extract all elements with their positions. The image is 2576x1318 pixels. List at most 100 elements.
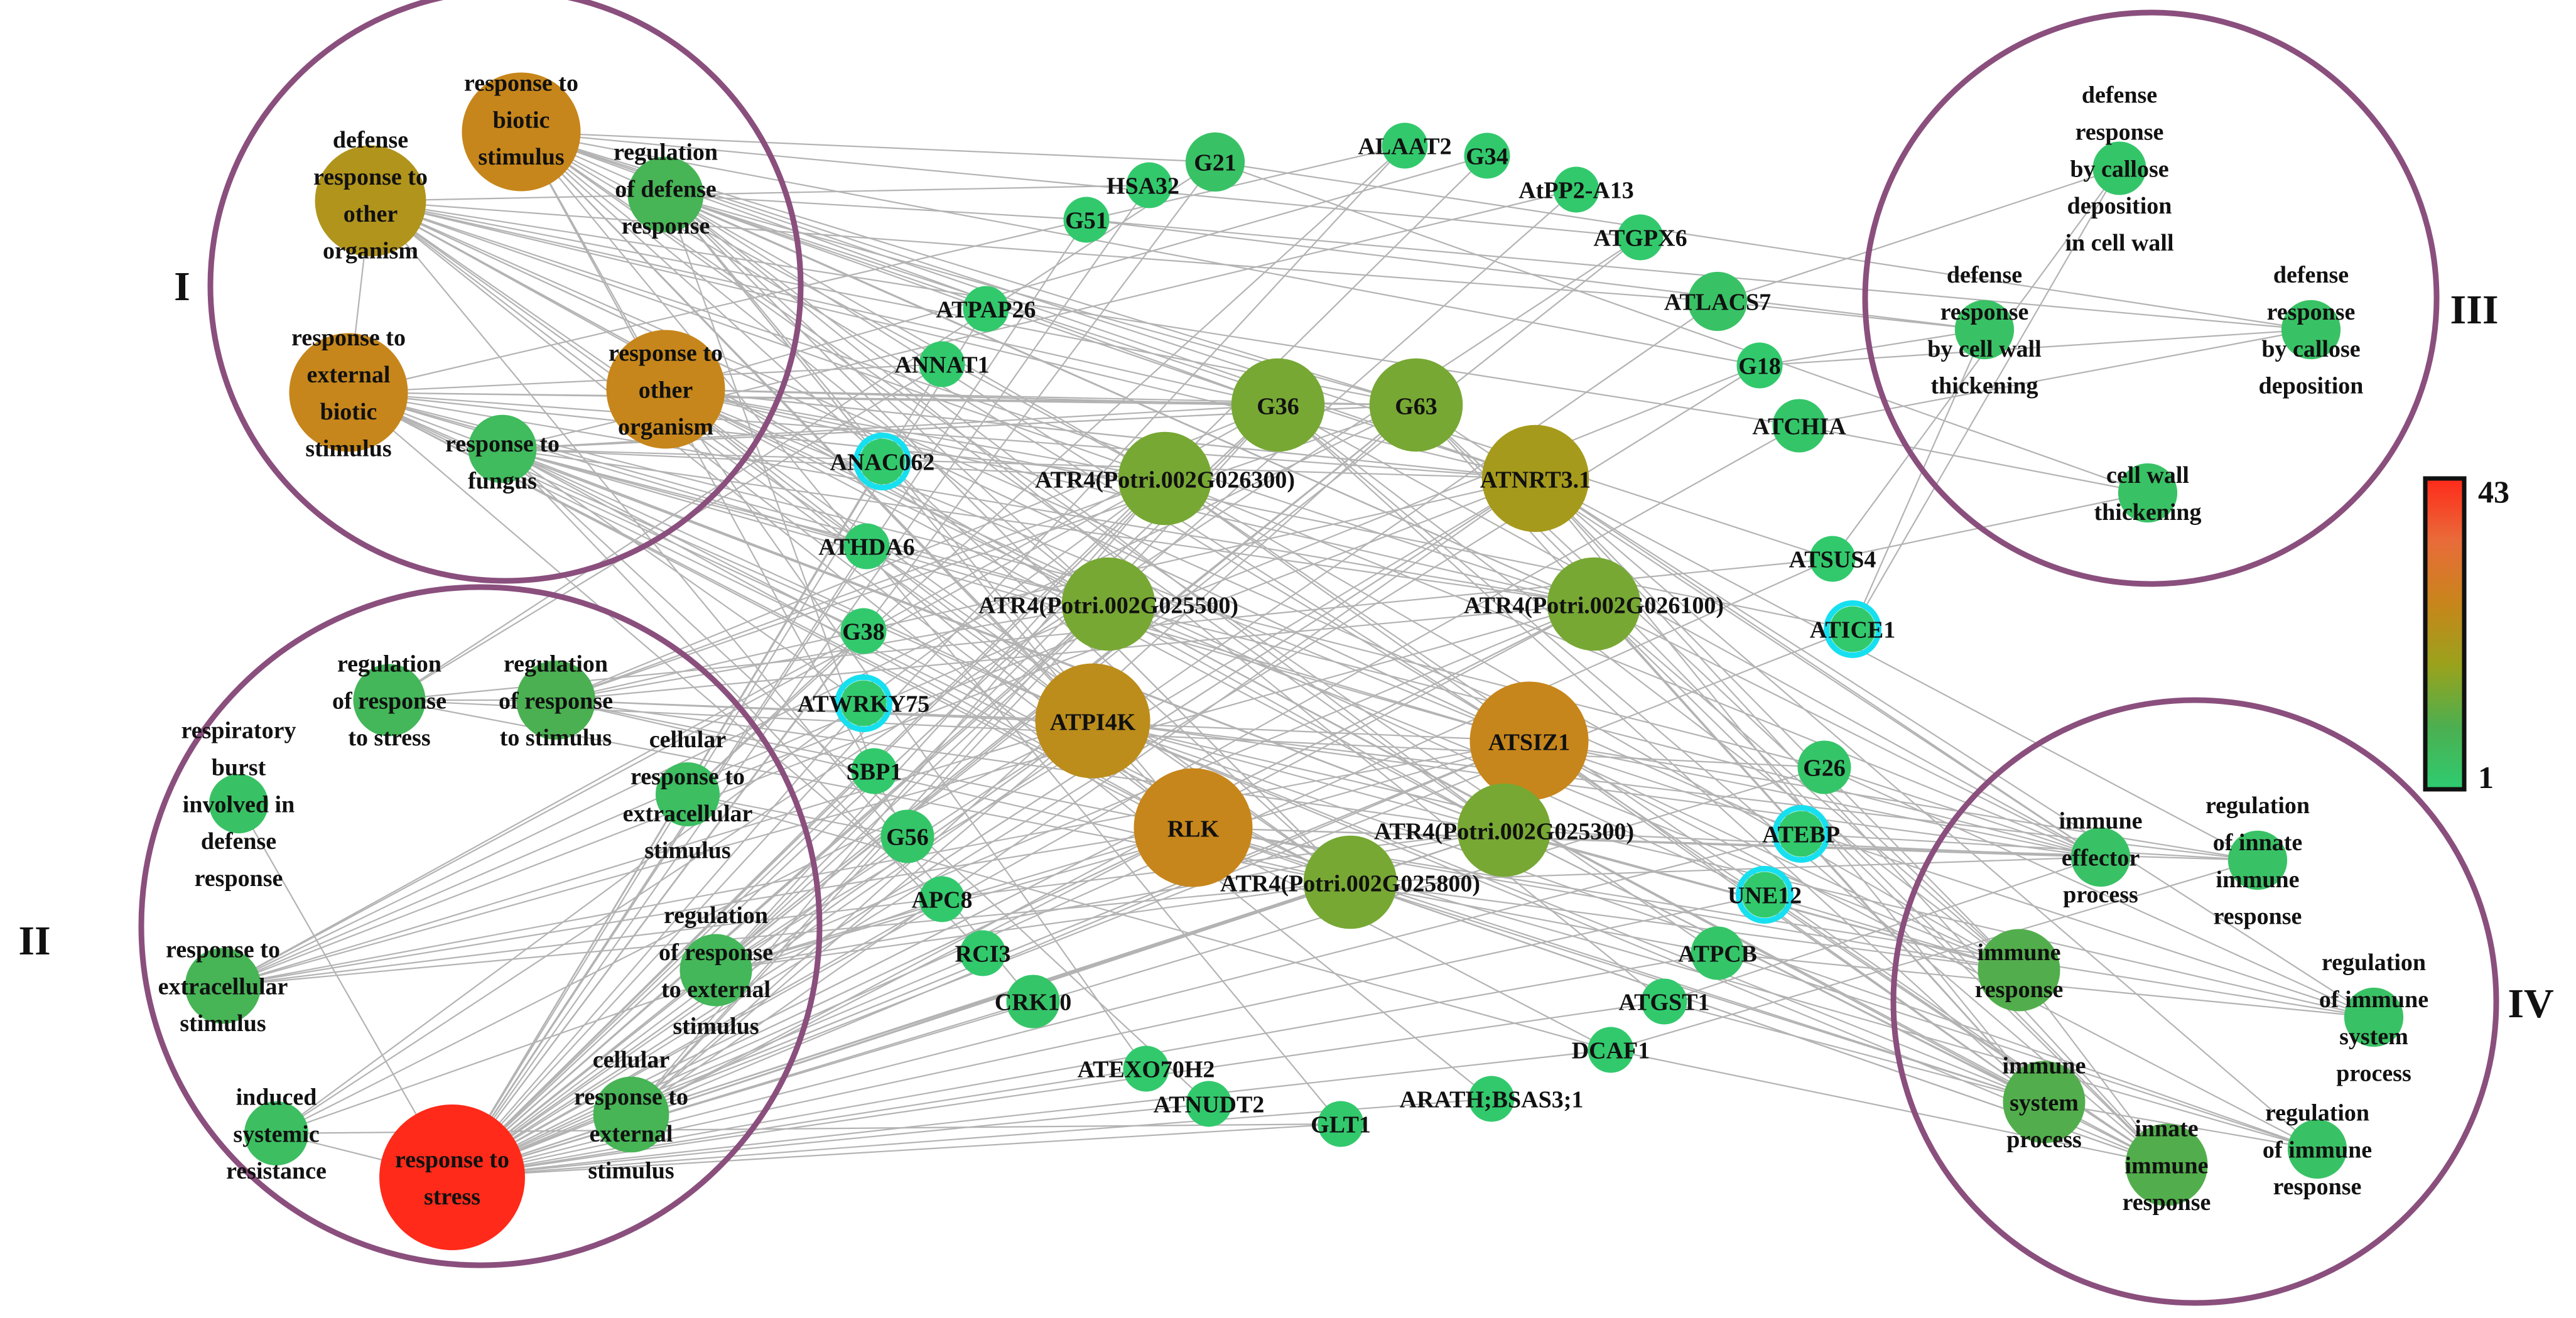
network-edge <box>502 448 1505 831</box>
node-g-ANNAT1[interactable]: ANNAT1 <box>894 341 990 387</box>
node-g-ATR4-025300[interactable]: ATR4(Potri.002G025300) <box>1374 783 1634 877</box>
node-g-ATSUS4[interactable]: ATSUS4 <box>1789 536 1876 582</box>
node-label: ARATH;BSAS3;1 <box>1400 1086 1584 1113</box>
node-g-ATLACS7[interactable]: ATLACS7 <box>1664 271 1771 332</box>
node-g-G26[interactable]: G26 <box>1797 740 1851 794</box>
node-g-ATWRKY75[interactable]: ATWRKY75 <box>798 674 929 732</box>
node-g-HSA32[interactable]: HSA32 <box>1107 162 1179 208</box>
node-g-ATPAP26[interactable]: ATPAP26 <box>936 286 1036 332</box>
node-g-ATEBP[interactable]: ATEBP <box>1762 805 1840 863</box>
network-edge <box>502 448 864 704</box>
network-edge <box>1759 328 2312 367</box>
node-g-G34[interactable]: G34 <box>1464 132 1510 179</box>
node-circle <box>1464 132 1510 179</box>
node-g-ATNRT3[interactable]: ATNRT3.1 <box>1480 424 1591 532</box>
node-label: G21 <box>1194 149 1237 176</box>
node-g-DCAF1[interactable]: DCAF1 <box>1572 1027 1650 1073</box>
node-circle <box>1118 431 1212 526</box>
node-circle <box>627 156 704 233</box>
node-g-ATNUDT2[interactable]: ATNUDT2 <box>1154 1081 1265 1127</box>
network-edge <box>452 155 1488 1178</box>
node-circle <box>840 680 887 727</box>
network-edge <box>452 425 1800 1178</box>
node-g-G21[interactable]: G21 <box>1185 132 1245 192</box>
node-g-ATGPX6[interactable]: ATGPX6 <box>1593 214 1687 261</box>
node-g-ATGST1[interactable]: ATGST1 <box>1618 978 1710 1025</box>
node-g-APC8[interactable]: APC8 <box>911 876 973 922</box>
node-g-ALAAT2[interactable]: ALAAT2 <box>1358 122 1452 169</box>
node-circle <box>379 1105 525 1250</box>
network-edge <box>502 448 867 548</box>
network-edge <box>687 630 864 795</box>
node-g-ATPI4K[interactable]: ATPI4K <box>1035 663 1150 779</box>
node-g-G18[interactable]: G18 <box>1736 342 1783 389</box>
network-edge <box>1799 424 2148 494</box>
node-g-RLK[interactable]: RLK <box>1134 768 1253 887</box>
node-g-ARATH[interactable]: ARATH;BSAS3;1 <box>1400 1076 1584 1122</box>
network-edge <box>1717 952 2318 1150</box>
node-g-AtPP2[interactable]: AtPP2-A13 <box>1518 166 1634 213</box>
node-g-G63[interactable]: G63 <box>1369 358 1463 452</box>
network-edge <box>1529 740 2258 862</box>
node-g-G36[interactable]: G36 <box>1231 358 1325 452</box>
node-g-SBP1[interactable]: SBP1 <box>847 748 902 794</box>
network-edge <box>630 478 1536 1115</box>
node-g-G38[interactable]: G38 <box>840 608 887 654</box>
node-label: SBP1 <box>847 759 902 785</box>
node-g-GLT1[interactable]: GLT1 <box>1311 1101 1371 1147</box>
node-label: GLT1 <box>1311 1111 1371 1138</box>
node-circle <box>1741 872 1788 918</box>
node-g-ATSIZ1[interactable]: ATSIZ1 <box>1469 681 1589 801</box>
node-g-ATPCB[interactable]: ATPCB <box>1678 926 1757 980</box>
node-g-ATEXO70H2[interactable]: ATEXO70H2 <box>1078 1045 1215 1092</box>
node-g-RCI3[interactable]: RCI3 <box>955 930 1011 976</box>
node-g-ATR4-025800[interactable]: ATR4(Potri.002G025800) <box>1220 835 1480 929</box>
node-g-G56[interactable]: G56 <box>880 809 934 863</box>
node-g-ANAC062[interactable]: ANAC062 <box>830 433 935 490</box>
network-edge <box>452 1123 1341 1179</box>
node-g-G51[interactable]: G51 <box>1063 197 1110 243</box>
node-g-ATHDA6[interactable]: ATHDA6 <box>818 523 915 570</box>
node-g-ATCHIA[interactable]: ATCHIA <box>1752 399 1846 453</box>
node-circle <box>1457 783 1551 877</box>
network-edge <box>687 145 1405 795</box>
node-g-ATR4-026100[interactable]: ATR4(Potri.002G026100) <box>1464 557 1724 651</box>
node-circle <box>1772 399 1826 453</box>
network-edge <box>1799 328 2312 427</box>
node-g-ATR4-025500[interactable]: ATR4(Potri.002G025500) <box>978 557 1238 651</box>
node-g-CRK10[interactable]: CRK10 <box>995 975 1071 1029</box>
node-g-ATICE1[interactable]: ATICE1 <box>1810 600 1896 658</box>
cluster-II-boundary <box>138 584 823 1268</box>
node-g-UNE12[interactable]: UNE12 <box>1728 866 1802 924</box>
node-g-ATR4-026300[interactable]: ATR4(Potri.002G026300) <box>1035 431 1295 526</box>
